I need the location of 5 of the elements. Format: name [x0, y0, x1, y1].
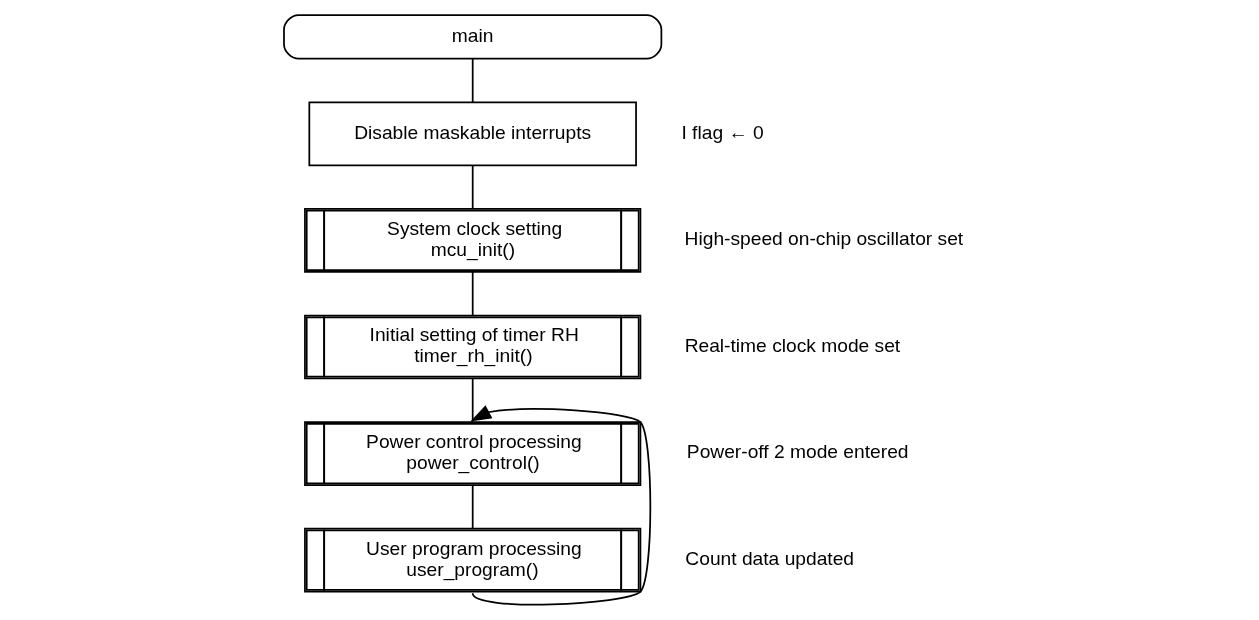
node-label: I flag ← 0 — [681, 121, 764, 143]
node-label: Count data updated — [685, 548, 855, 570]
node-label: Power-off 2 mode entered — [686, 441, 909, 463]
node-label: High-speed on-chip oscillator set — [684, 228, 964, 250]
node-label: Real-time clock mode set — [684, 334, 901, 356]
